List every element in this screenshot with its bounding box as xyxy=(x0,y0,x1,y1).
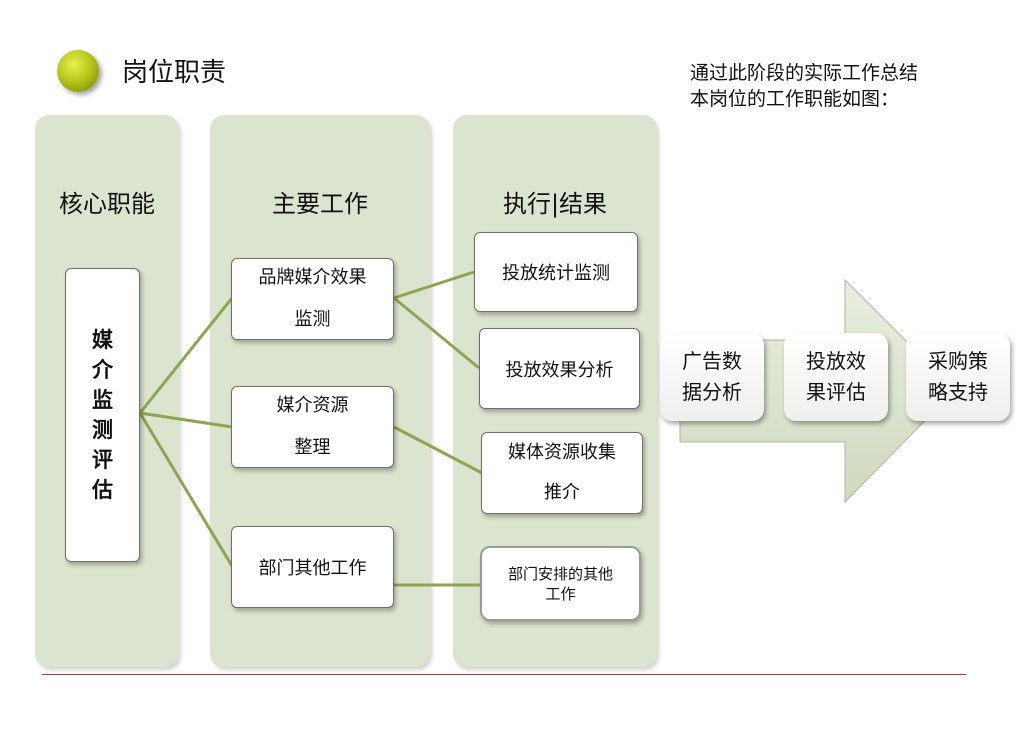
core-char: 评 xyxy=(92,448,113,472)
connector-resource-to-collect xyxy=(393,425,483,475)
core-function-box: 媒 介 监 测 评 估 xyxy=(65,268,140,562)
connector-core-to-resource xyxy=(139,411,233,429)
connector-brand-to-stats xyxy=(393,270,475,300)
title-bullet-icon xyxy=(57,50,99,92)
process-step: 广告数 据分析 xyxy=(660,333,764,421)
connector-core-to-other xyxy=(138,412,234,567)
main-work-item: 品牌媒介效果 监测 xyxy=(231,258,394,340)
column-main-work-title: 主要工作 xyxy=(272,190,368,218)
process-step: 投放效 果评估 xyxy=(784,333,888,421)
connector-core-to-brand xyxy=(138,297,234,414)
core-char: 测 xyxy=(92,418,113,442)
core-char: 估 xyxy=(92,478,113,502)
core-char: 介 xyxy=(92,358,113,382)
bottom-divider xyxy=(42,674,966,675)
main-work-item: 媒介资源 整理 xyxy=(231,386,394,468)
core-char: 监 xyxy=(92,388,113,412)
intro-text: 通过此阶段的实际工作总结 本岗位的工作职能如图： xyxy=(690,60,918,112)
column-results-title: 执行|结果 xyxy=(502,190,608,218)
column-core-title: 核心职能 xyxy=(59,190,155,218)
result-item: 投放效果分析 xyxy=(479,328,640,409)
result-item: 媒体资源收集 推介 xyxy=(481,432,643,514)
connector-brand-to-analysis xyxy=(393,296,480,370)
process-step: 采购策 略支持 xyxy=(906,333,1010,421)
result-item: 部门安排的其他 工作 xyxy=(480,546,641,621)
result-item: 投放统计监测 xyxy=(474,232,638,312)
intro-line-1: 通过此阶段的实际工作总结 xyxy=(690,62,919,84)
page-title: 岗位职责 xyxy=(122,58,227,88)
main-work-item: 部门其他工作 xyxy=(231,526,394,608)
intro-line-2: 本岗位的工作职能如图： xyxy=(690,88,900,110)
core-char: 媒 xyxy=(92,328,113,352)
